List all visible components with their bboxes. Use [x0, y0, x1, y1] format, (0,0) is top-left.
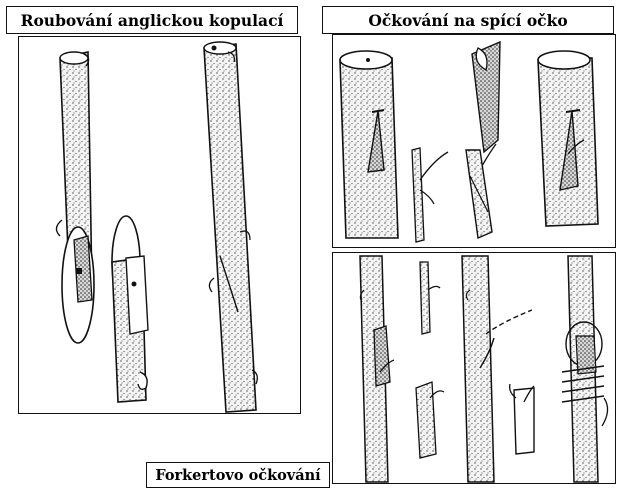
graft-cut-left	[62, 227, 94, 343]
forkert-bud-sticks	[416, 262, 444, 458]
forkert-bud-shield	[510, 384, 534, 454]
bud-shield-top	[472, 42, 500, 152]
rootstock-t-cut-right	[538, 51, 598, 226]
bud-stick-small	[412, 148, 448, 242]
forkert-stem-1	[360, 256, 394, 482]
rootstock-t-cut-left	[340, 51, 398, 238]
joined-graft-right	[204, 42, 257, 412]
scion-middle	[112, 216, 148, 402]
bud-stick-cut	[466, 144, 496, 238]
forkert-stem-tied	[562, 256, 608, 482]
